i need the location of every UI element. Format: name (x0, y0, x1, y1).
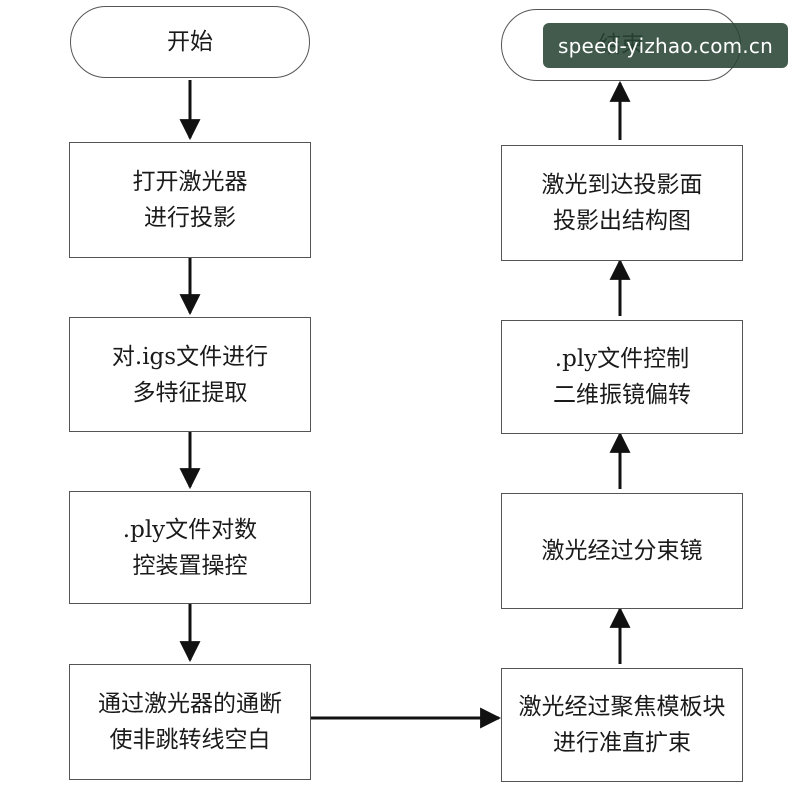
step-line: 激光到达投影面 (541, 172, 703, 198)
step-feature-extraction: 对.igs文件进行 多特征提取 (69, 317, 311, 432)
step-line: 打开激光器 (132, 169, 248, 195)
step-projection-result: 激光到达投影面 投影出结构图 (501, 145, 743, 261)
step-line: 二维振镜偏转 (553, 382, 691, 408)
step-beam-splitter: 激光经过分束镜 (501, 493, 743, 609)
step-line: 多特征提取 (132, 379, 248, 406)
step-galvo-deflection: .ply文件控制 二维振镜偏转 (501, 320, 743, 434)
step-line: 使非跳转线空白 (109, 727, 271, 753)
step-line: 进行投影 (144, 205, 236, 231)
step-control-device: .ply文件对数 控装置操控 (69, 491, 311, 604)
step-line: 投影出结构图 (553, 208, 691, 234)
step-line: 通过激光器的通断 (98, 691, 282, 717)
watermark-badge: speed-yizhao.com.cn (543, 23, 788, 68)
watermark-text: speed-yizhao.com.cn (558, 33, 773, 58)
step-collimation: 激光经过聚焦模板块 进行准直扩束 (501, 668, 743, 782)
start-node: 开始 (70, 6, 310, 78)
step-laser-switching: 通过激光器的通断 使非跳转线空白 (69, 664, 311, 780)
start-label: 开始 (167, 29, 213, 55)
step-line: 对.igs文件进行 (111, 343, 269, 370)
step-line: 进行准直扩束 (553, 730, 691, 756)
step-line: 控装置操控 (132, 552, 248, 579)
step-line: .ply文件对数 (122, 516, 258, 543)
step-line: 激光经过聚焦模板块 (518, 694, 726, 720)
step-line: .ply文件控制 (554, 346, 690, 372)
step-open-laser: 打开激光器 进行投影 (69, 142, 311, 258)
step-line: 激光经过分束镜 (541, 538, 703, 564)
